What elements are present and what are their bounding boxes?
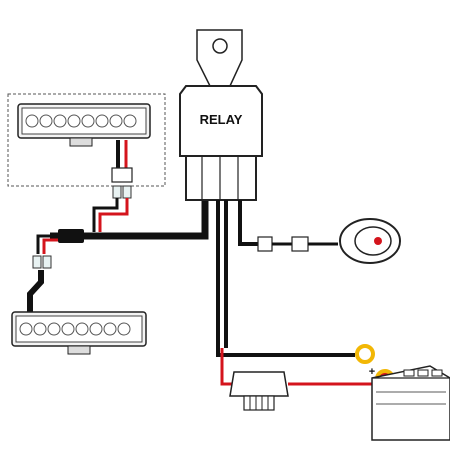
relay-to-switch-wire — [238, 200, 260, 246]
bottom-bar-lead — [27, 270, 44, 312]
light-bar-group-box — [7, 93, 166, 187]
harness-splice-sleeve — [58, 229, 84, 243]
light-bar-bottom-icon — [11, 311, 147, 355]
left-branch-red-wire — [42, 238, 58, 254]
switch-connector-icon — [257, 236, 338, 252]
top-bar-plug — [111, 167, 133, 183]
top-branch-red-wire — [98, 198, 129, 232]
inline-fuse-holder-icon — [229, 371, 289, 411]
connector-top-icon — [112, 185, 132, 199]
top-branch-black-wire — [92, 198, 119, 232]
battery-negative-symbol: - — [347, 346, 351, 361]
relay-icon — [179, 85, 263, 201]
battery-negative-terminal-ring — [355, 344, 375, 364]
battery-positive-symbol: + — [369, 366, 375, 378]
left-branch-black-wire — [36, 234, 58, 254]
car-battery-icon — [371, 365, 450, 441]
relay-to-battery-negative-wire — [216, 200, 355, 357]
relay-mount-tab — [196, 29, 243, 87]
connector-bottom-icon — [32, 255, 52, 269]
relay-label: RELAY — [200, 112, 243, 127]
main-harness-trunk — [50, 200, 209, 240]
rocker-switch-icon — [339, 218, 401, 264]
light-bar-top-icon — [17, 103, 151, 147]
